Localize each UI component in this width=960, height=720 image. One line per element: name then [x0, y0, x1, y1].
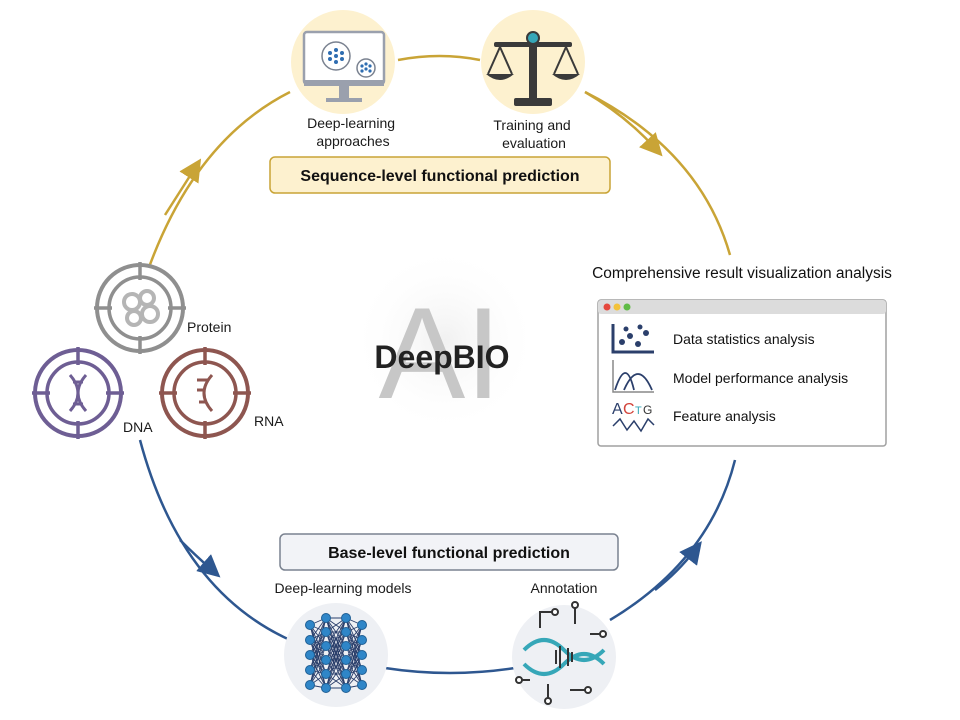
deepbio-title: DeepBIO: [374, 339, 509, 375]
deep-learning-approaches-label: Deep-learning approaches: [307, 115, 399, 149]
arc-bottom-middle: [384, 666, 516, 675]
visualization-heading: Comprehensive result visualization analy…: [592, 265, 892, 282]
nn-node: [357, 650, 367, 660]
nn-node: [321, 669, 331, 679]
nn-node: [305, 650, 315, 660]
annotation-label: Annotation: [531, 580, 598, 596]
logo-letter-t: T: [635, 405, 642, 417]
cycle-arrows: [138, 54, 737, 675]
nn-node: [305, 665, 315, 675]
nn-connection: [325, 617, 347, 647]
rna-node: RNA: [159, 347, 284, 439]
logo-letter-c: C: [623, 401, 635, 418]
deep-learning-approaches-node: Deep-learning approaches: [291, 10, 399, 149]
arc-bottom-left: [138, 439, 291, 642]
arc-top-left: [146, 90, 291, 271]
training-evaluation-node: Training and evaluation: [481, 10, 585, 151]
nn-connection: [309, 617, 327, 671]
dna-node: DNA: [32, 347, 153, 439]
nn-node: [305, 620, 315, 630]
nn-node: [341, 613, 351, 623]
scale-icon: [486, 31, 580, 106]
sequence-level-label: Sequence-level functional prediction: [300, 168, 579, 185]
nn-connection: [325, 617, 347, 661]
nn-connection: [345, 624, 363, 675]
visualization-window: Data statistics analysis Model performan…: [597, 299, 887, 447]
data-statistics-label: Data statistics analysis: [673, 331, 815, 347]
dna-label: DNA: [123, 419, 153, 435]
nn-connection: [309, 631, 327, 686]
nn-node: [341, 627, 351, 637]
window-minimize-button[interactable]: [613, 303, 621, 311]
protein-node: Protein: [94, 262, 231, 354]
rna-label: RNA: [254, 413, 284, 429]
arc-bottom-right: [609, 459, 737, 622]
nn-node: [357, 635, 367, 645]
nn-connection: [345, 639, 363, 689]
nn-node: [357, 665, 367, 675]
nn-node: [305, 680, 315, 690]
nn-node: [321, 655, 331, 665]
nn-connection: [309, 617, 327, 656]
base-level-box: Base-level functional prediction: [279, 533, 619, 571]
nn-node: [321, 641, 331, 651]
nn-connection: [325, 631, 347, 689]
nn-node: [341, 655, 351, 665]
protein-icon: [122, 289, 160, 327]
training-evaluation-label: Training and evaluation: [493, 117, 574, 151]
nn-node: [341, 641, 351, 651]
nn-node: [321, 613, 331, 623]
deep-learning-models-label: Deep-learning models: [275, 580, 412, 596]
arc-top-right: [584, 90, 732, 256]
nn-node: [357, 620, 367, 630]
center-logo: AI DeepBIO: [350, 245, 540, 435]
annotation-node: Annotation: [512, 580, 616, 709]
nn-node: [321, 627, 331, 637]
window-close-button[interactable]: [603, 303, 611, 311]
arrow-top-left: [163, 158, 202, 216]
arrow-top-right: [584, 90, 663, 157]
sequence-level-box: Sequence-level functional prediction: [269, 156, 611, 194]
nn-node: [321, 683, 331, 693]
model-performance-label: Model performance analysis: [673, 370, 848, 386]
nn-node: [357, 680, 367, 690]
nn-connection: [325, 617, 347, 675]
deep-learning-models-node: Deep-learning models: [275, 580, 412, 707]
sequence-logo-icon: A C T G: [612, 401, 655, 433]
nn-connection: [325, 659, 347, 689]
ai-background-text: AI: [379, 280, 502, 426]
neural-network-icon: [305, 613, 367, 693]
protein-label: Protein: [187, 319, 231, 335]
nn-connection: [309, 645, 327, 686]
distribution-curves-icon: [612, 360, 654, 393]
feature-analysis-label: Feature analysis: [673, 408, 776, 424]
base-level-label: Base-level functional prediction: [328, 545, 570, 562]
rna-strand-icon: [197, 374, 214, 412]
logo-letter-g: G: [643, 403, 652, 417]
arrow-bottom-right: [654, 541, 702, 591]
nn-node: [341, 683, 351, 693]
nn-connection: [345, 654, 363, 689]
arc-top-middle: [397, 54, 481, 62]
annotation-icon: [515, 601, 607, 705]
arrow-bottom-left: [179, 539, 221, 578]
logo-letter-a: A: [612, 401, 623, 418]
scatter-plot-icon: [611, 324, 654, 354]
nn-node: [305, 635, 315, 645]
nn-connection: [345, 624, 363, 661]
monitor-icon: [302, 30, 386, 102]
window-maximize-button[interactable]: [623, 303, 631, 311]
nn-connection: [325, 645, 347, 689]
dna-helix-icon: [68, 374, 88, 412]
nn-node: [341, 669, 351, 679]
